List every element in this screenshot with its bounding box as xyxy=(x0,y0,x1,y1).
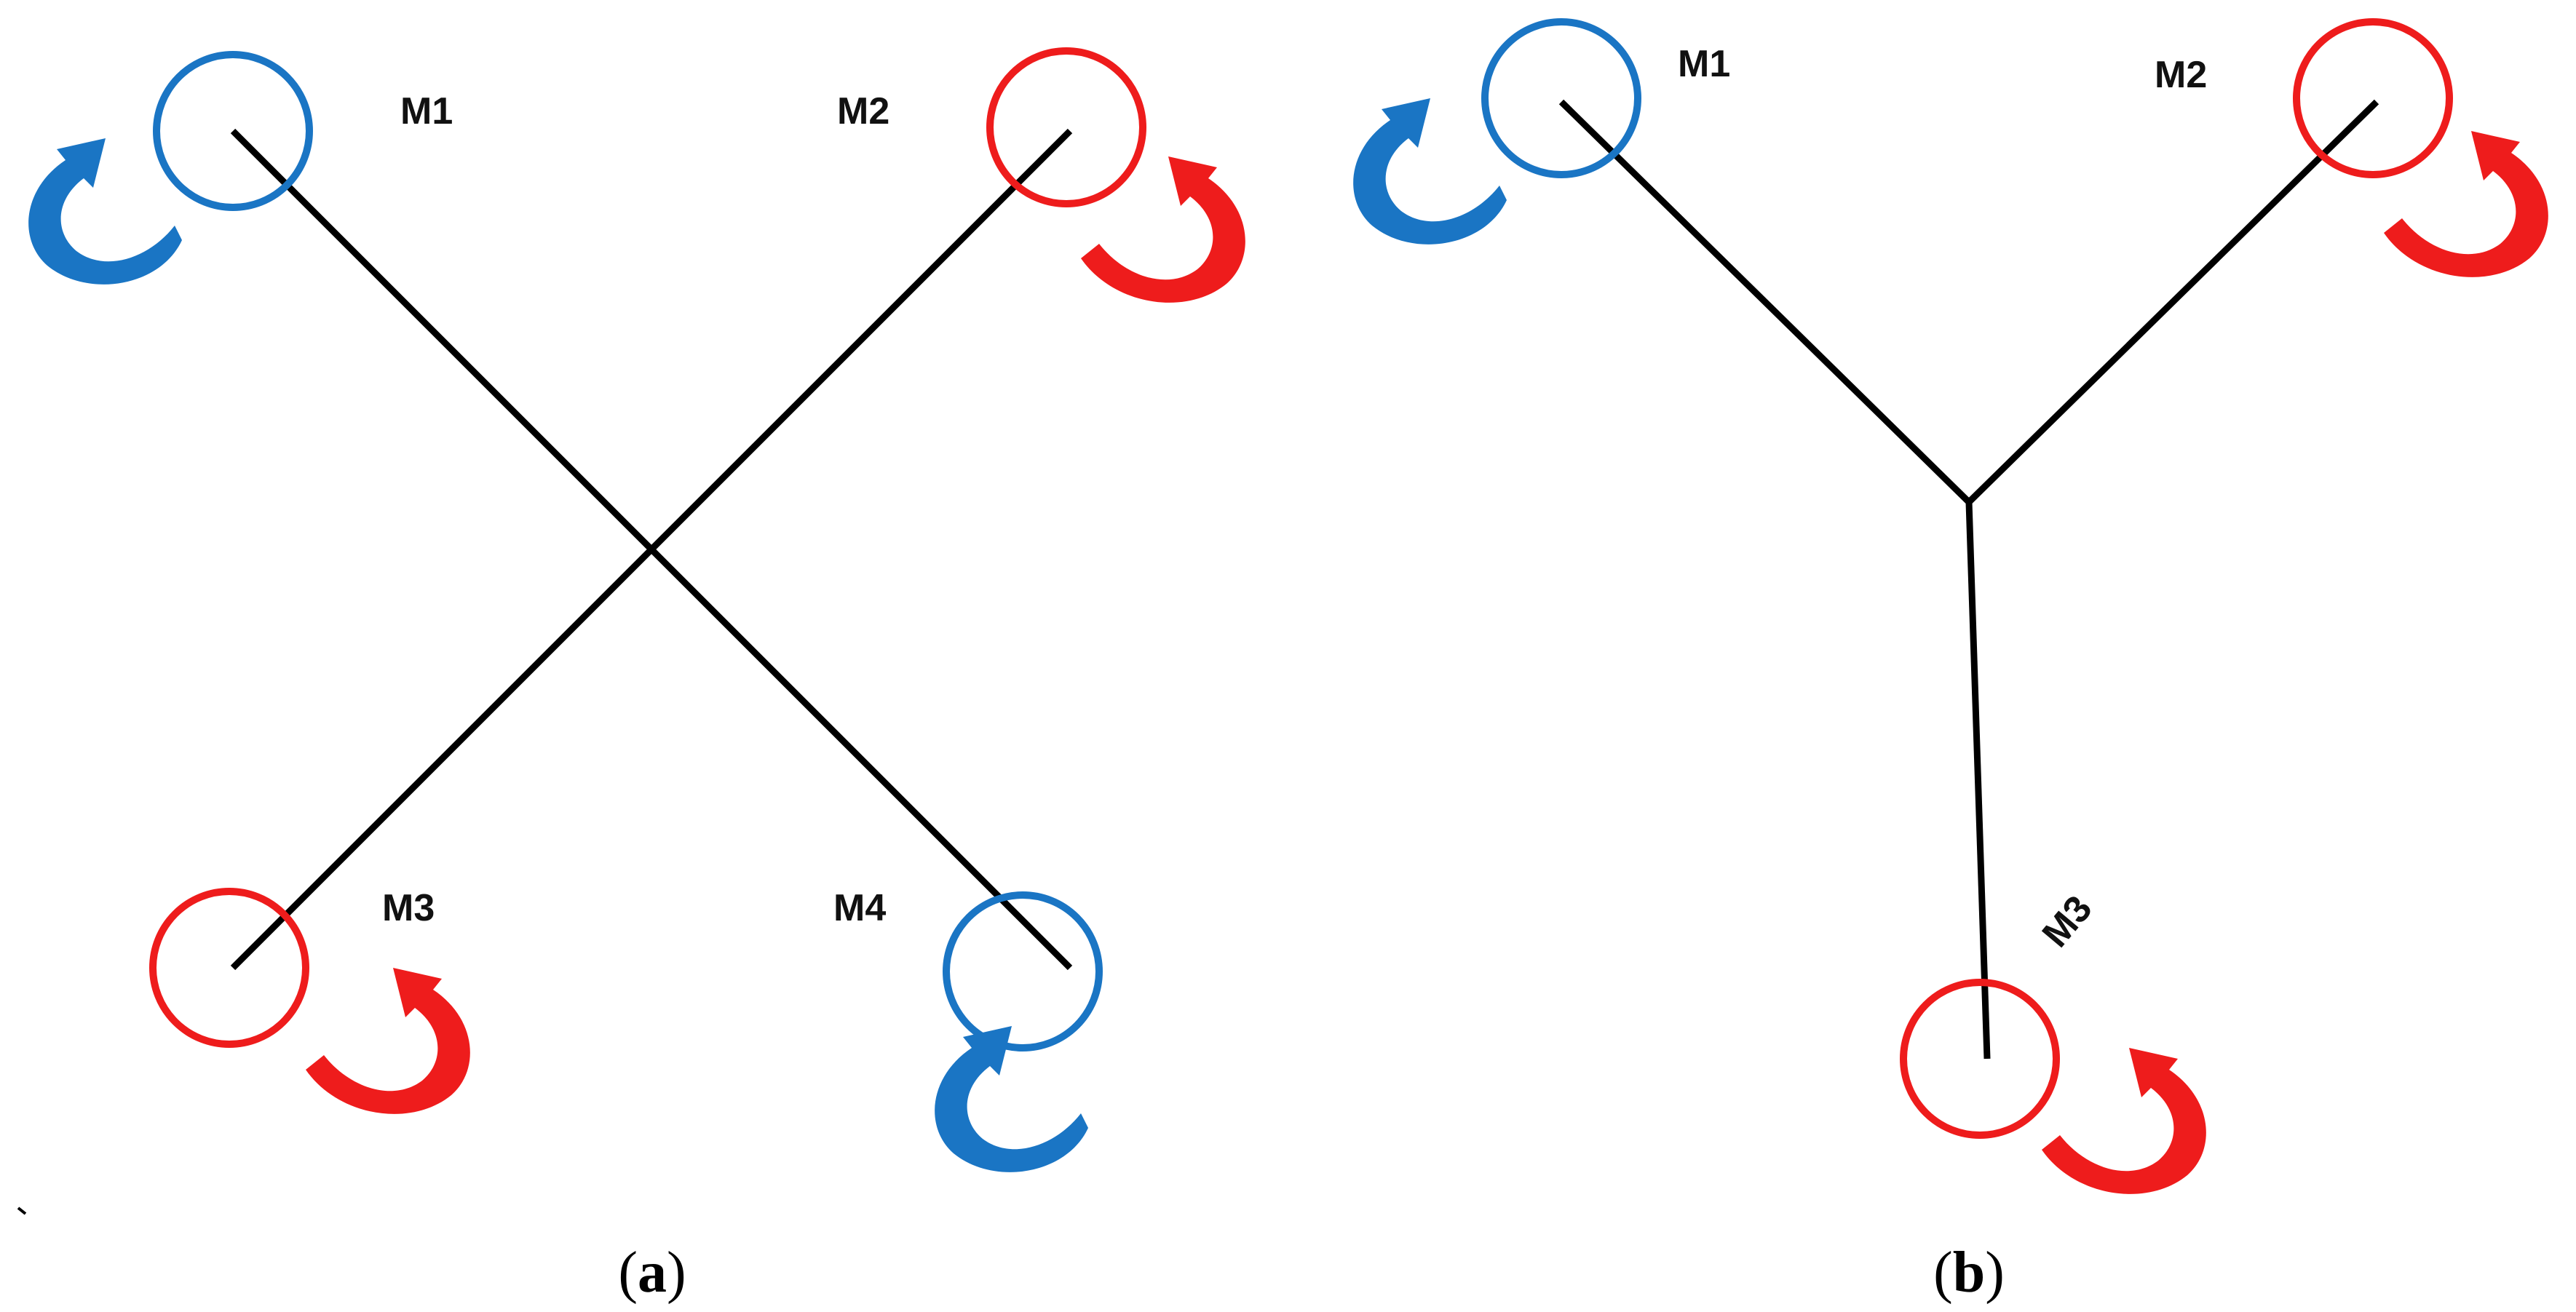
motor-m1-rotor xyxy=(153,51,313,211)
panel-b: M1 M2 M3 (b) xyxy=(1353,18,2548,1305)
caption-a: (a) xyxy=(618,1241,686,1305)
motor-m2-rotor xyxy=(986,47,1146,207)
blue-curved-arrow-icon xyxy=(1353,98,1507,244)
red-curved-arrow-icon xyxy=(1081,156,1245,303)
motor-m1: M1 xyxy=(28,51,453,285)
red-curved-arrow-icon xyxy=(306,968,470,1114)
motor-m3-rotor xyxy=(149,888,309,1048)
frame-arm-m2-m3 xyxy=(230,128,1073,971)
motor-m3: M3 xyxy=(1900,888,2206,1194)
frame-arm-m1 xyxy=(1558,99,1972,505)
red-curved-arrow-icon xyxy=(2384,131,2548,277)
frame-arm-m2 xyxy=(1966,99,2379,505)
motor-m1-label: M1 xyxy=(400,90,453,132)
panel-a: M1 M2 M3 M4 xyxy=(17,47,1245,1305)
motor-m1-rotor xyxy=(1481,18,1641,178)
motor-m2-label: M2 xyxy=(2155,54,2207,96)
stray-mark xyxy=(17,1206,27,1215)
blue-curved-arrow-icon xyxy=(28,138,183,285)
motor-m3-label: M3 xyxy=(382,887,435,929)
motor-m3: M3 xyxy=(149,887,470,1114)
red-curved-arrow-icon xyxy=(2042,1048,2206,1194)
motor-m3-rotor xyxy=(1900,979,2060,1139)
motor-m4-label: M4 xyxy=(833,887,886,929)
motor-m2-label: M2 xyxy=(837,90,889,132)
motor-m4-rotor xyxy=(943,891,1103,1051)
motor-m2-rotor xyxy=(2293,18,2453,178)
motor-m4: M4 xyxy=(833,887,1103,1172)
blue-curved-arrow-icon xyxy=(935,1026,1088,1172)
frame-arm-m3 xyxy=(1965,501,1991,1059)
motor-m2: M2 xyxy=(2155,18,2548,277)
caption-b: (b) xyxy=(1933,1241,2005,1305)
motor-m2: M2 xyxy=(837,47,1245,303)
motor-m1: M1 xyxy=(1353,18,1730,244)
motor-m3-label: M3 xyxy=(2034,888,2101,955)
motor-m1-label: M1 xyxy=(1678,43,1730,85)
